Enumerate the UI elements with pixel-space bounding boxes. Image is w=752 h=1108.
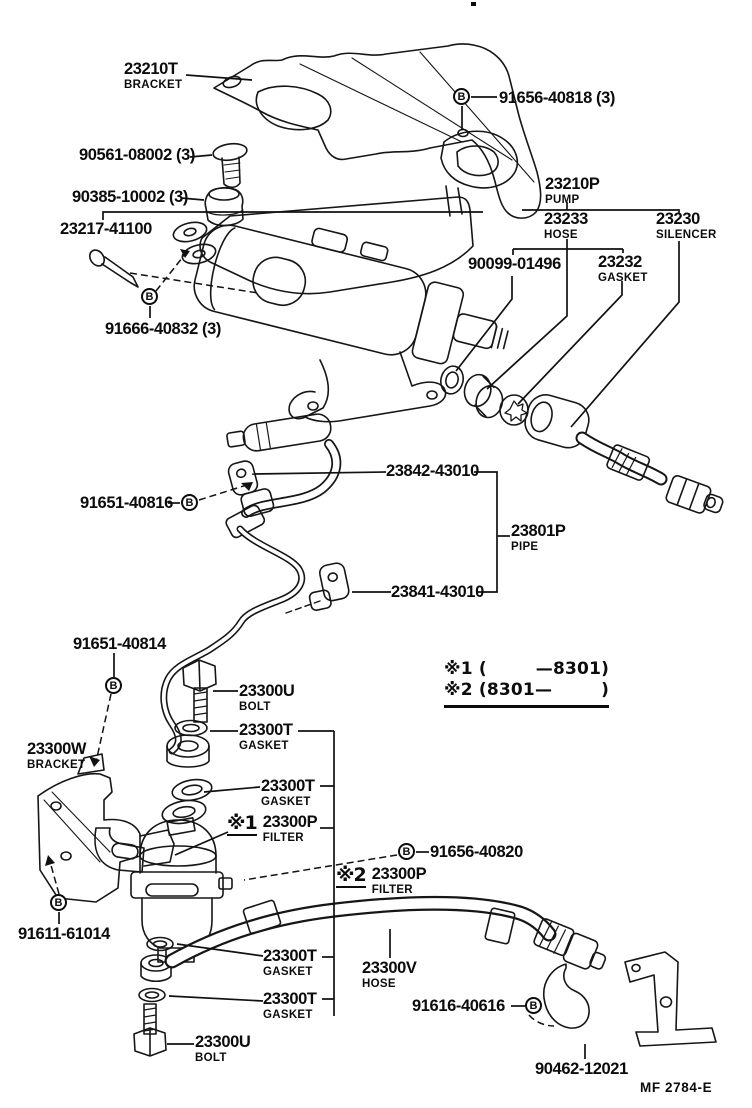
leader-lines (58, 74, 680, 1059)
b-marker-40818: B (453, 88, 470, 105)
label-91656-40820: 91656-40820 (430, 843, 523, 861)
b-marker-61014: B (50, 894, 67, 911)
filter-top-fittings-drawing (166, 659, 217, 768)
leader-arrowheads (45, 249, 253, 866)
label-91616-40616: 91616-40616 (412, 997, 505, 1015)
label-90561-08002: 90561-08002 (3) (79, 146, 196, 164)
dashed-leaders (48, 252, 555, 1027)
label-23842-43010: 23842-43010 (386, 462, 479, 480)
pump-plate-drawing (172, 196, 474, 295)
label-90099-01496: 90099-01496 (468, 255, 561, 273)
fuel-filter-drawing (130, 778, 233, 963)
b-marker-40816: B (181, 494, 198, 511)
figure-code: MF 2784-E (640, 1080, 713, 1095)
b-marker-40820: B (398, 843, 415, 860)
b-marker-40616: B (525, 997, 542, 1014)
label-91651-40814: 91651-40814 (73, 635, 166, 653)
label-23217-41100: 23217-41100 (60, 220, 152, 238)
filter-bracket-drawing (37, 753, 175, 903)
page-mark-dot (471, 2, 476, 6)
label-23841-43010: 23841-43010 (391, 583, 484, 601)
label-91611-61014: 91611-61014 (18, 925, 110, 943)
fuel-pump-drawing (193, 224, 509, 423)
bottom-hose-drawing (164, 895, 607, 970)
label-90385-10002: 90385-10002 (3) (72, 188, 189, 206)
label-91666-40832: 91666-40832 (3) (105, 320, 222, 338)
cotter-pin-drawing (88, 249, 139, 288)
pipe-drawing (160, 413, 350, 755)
label-91651-40816: 91651-40816 (80, 494, 173, 512)
label-90462-12021: 90462-12021 (535, 1060, 628, 1078)
support-bracket-drawing (542, 951, 717, 1047)
top-bracket-drawing (213, 43, 542, 219)
label-91656-40818: 91656-40818 (3) (499, 89, 616, 107)
filter-bottom-fittings-drawing (133, 936, 174, 1057)
b-marker-40832: B (141, 288, 158, 305)
applicability-note: ※1 ( —8301)※2 (8301— ) (444, 659, 610, 708)
silencer-parts-drawing (440, 365, 724, 514)
b-marker-40814: B (105, 677, 122, 694)
